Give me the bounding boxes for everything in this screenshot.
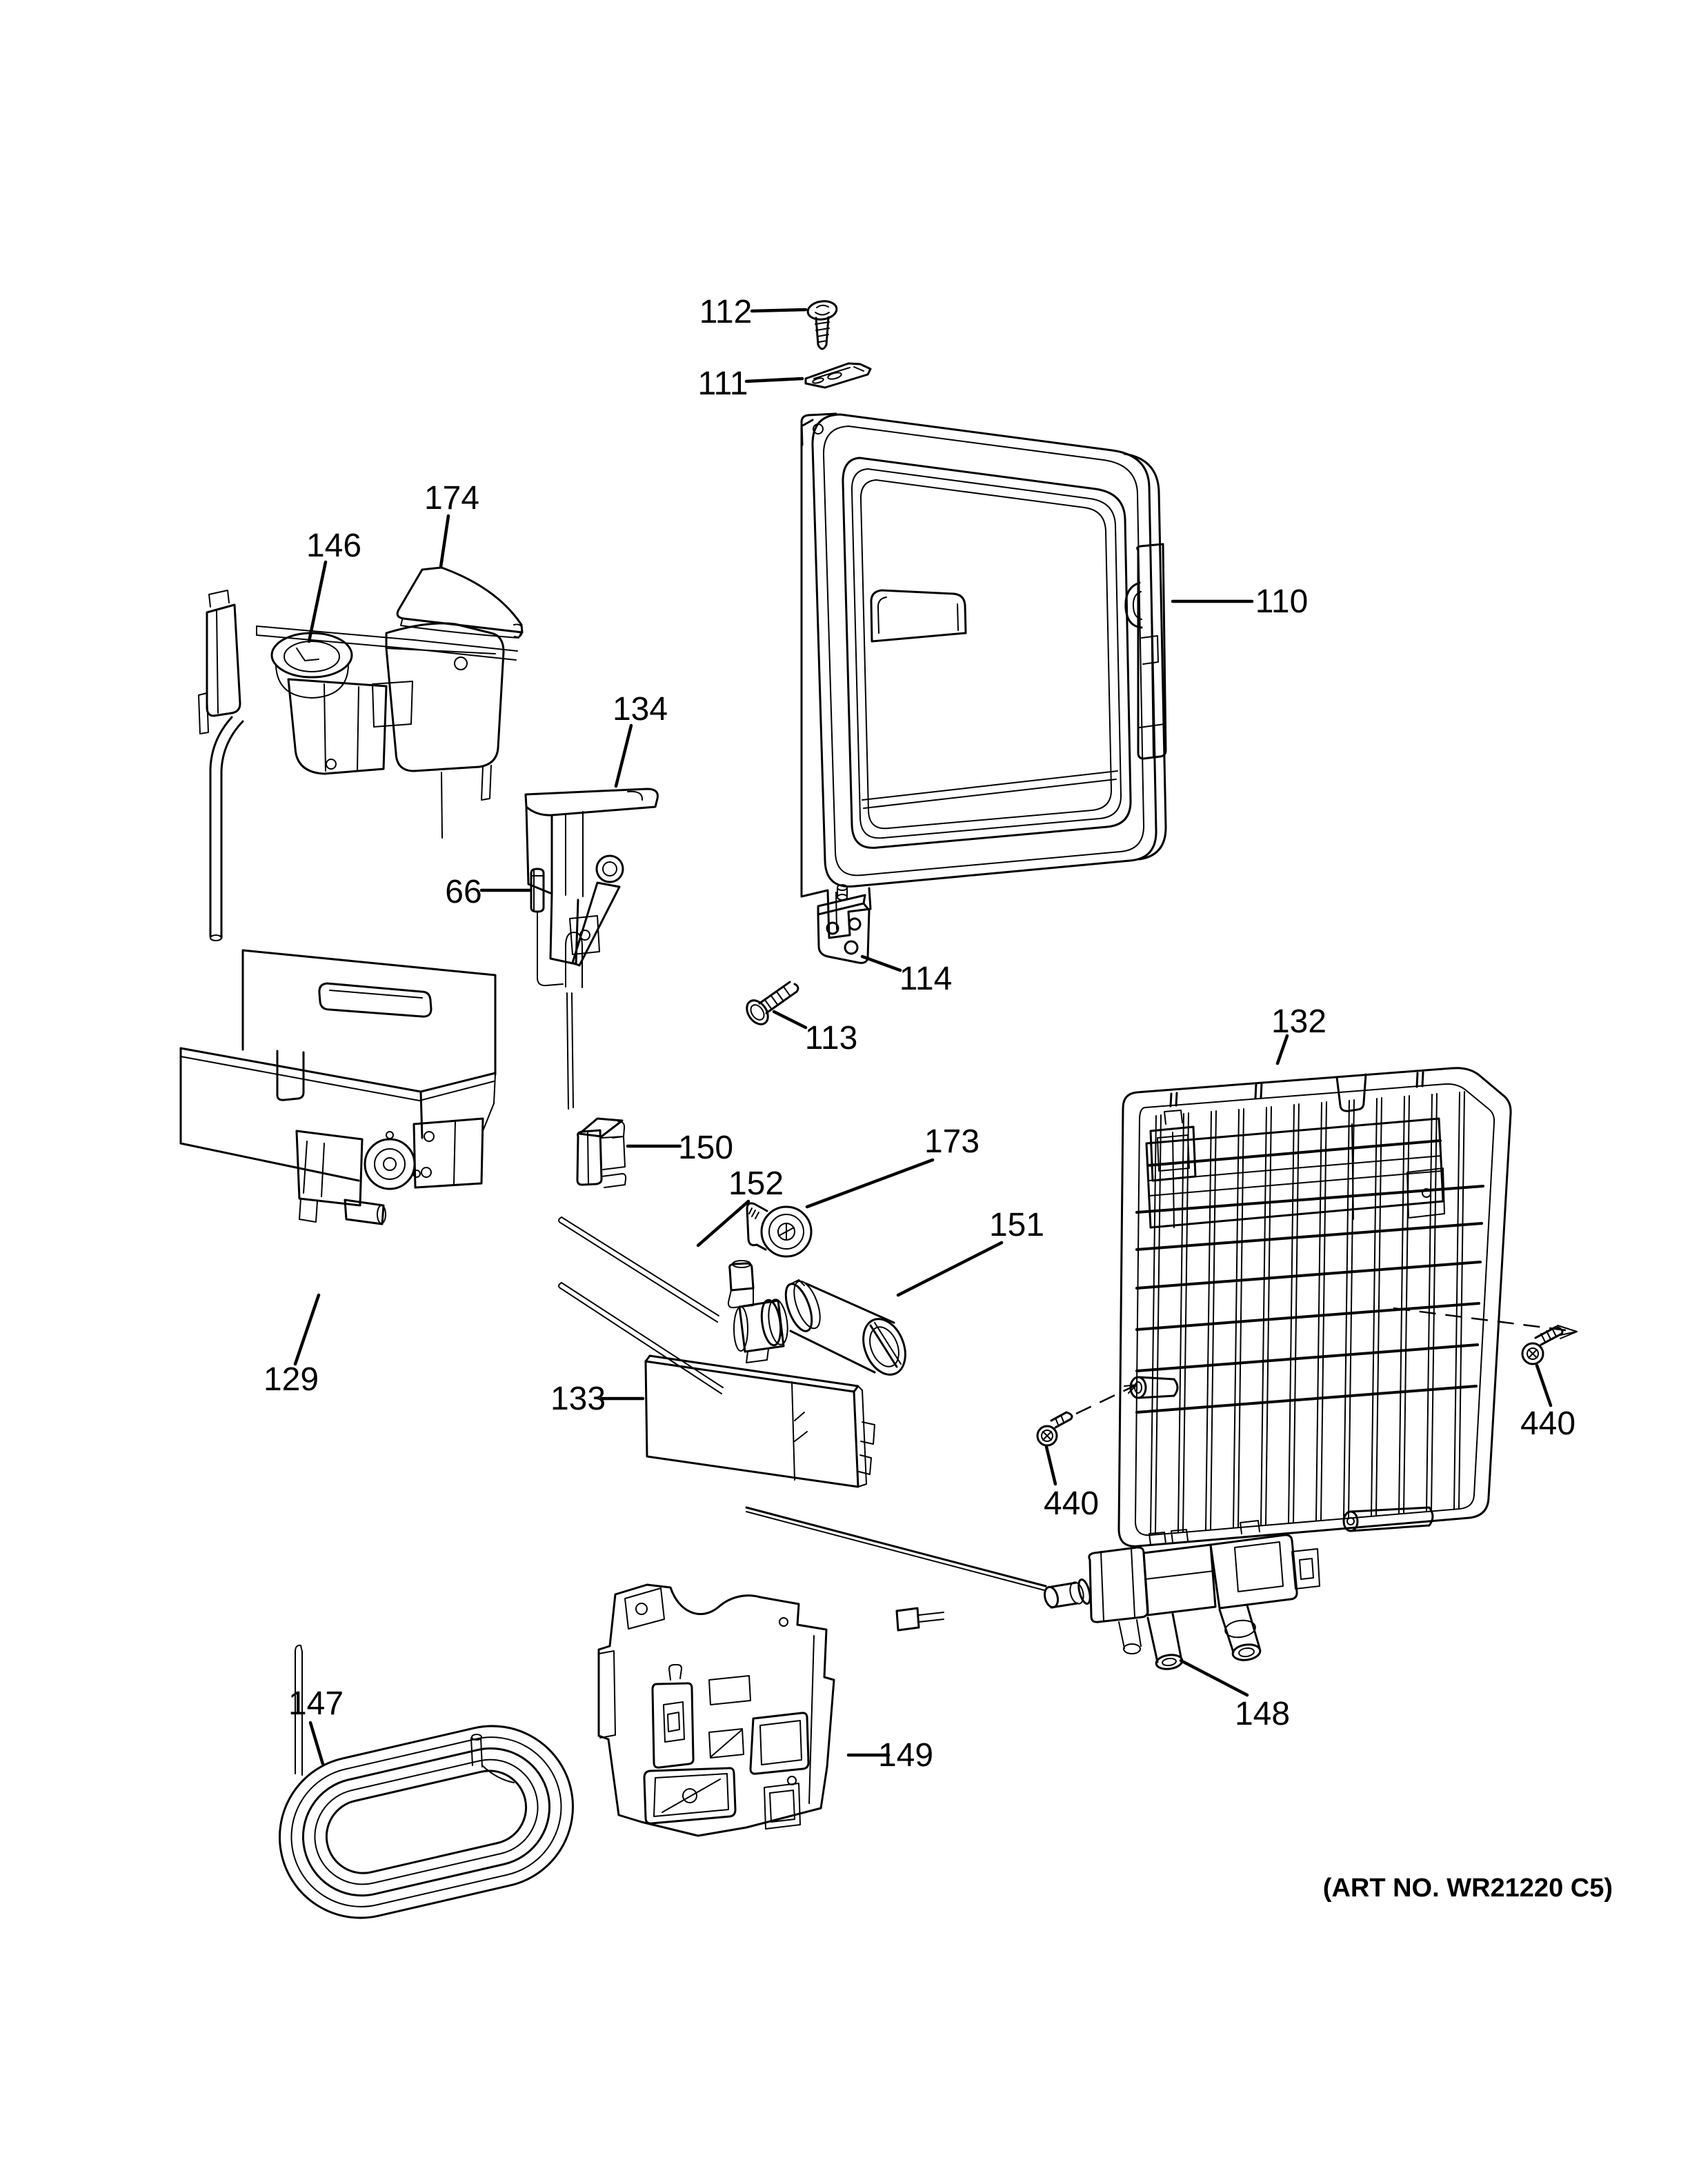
screw-440-left-drawing: [1036, 1383, 1137, 1447]
leader-129: [293, 1293, 321, 1366]
leader-lines: [293, 308, 1553, 1766]
cover-174-drawing: [396, 566, 524, 639]
leader-147: [308, 1721, 325, 1766]
callout-147: 147: [288, 1685, 344, 1722]
bracket-134-drawing: [524, 788, 659, 967]
bracket-114-drawing: [817, 884, 871, 964]
panel-133-drawing: [644, 1354, 875, 1488]
leader-132: [1275, 1034, 1289, 1065]
clip-111-drawing: [804, 362, 872, 389]
screw-440-right-drawing: [1393, 1307, 1578, 1365]
filter-151-drawing: [784, 1279, 906, 1376]
leader-174: [439, 514, 450, 569]
leader-146: [307, 560, 328, 643]
clip-150-drawing: [576, 1117, 627, 1188]
callout-132: 132: [1271, 1003, 1326, 1040]
callout-149: 149: [878, 1737, 933, 1774]
callout-110: 110: [1255, 583, 1309, 620]
leader-134: [614, 723, 633, 788]
leader-113: [772, 1010, 808, 1030]
callout-440-right: 440: [1520, 1405, 1575, 1442]
leader-440-left: [1044, 1445, 1057, 1486]
leader-152: [696, 1199, 750, 1248]
icemaker-146-drawing: [198, 590, 518, 941]
callout-174: 174: [424, 480, 479, 517]
grommet-173-drawing: [746, 1202, 813, 1258]
leader-114: [860, 954, 902, 972]
water-valve-148-drawing: [745, 1506, 1320, 1670]
leader-151: [896, 1241, 1004, 1297]
leader-111: [744, 377, 804, 383]
callout-134: 134: [613, 691, 668, 728]
freezer-door-110-drawing: [800, 412, 1167, 939]
leader-173: [805, 1158, 935, 1209]
callout-150: 150: [678, 1130, 733, 1166]
callout-113: 113: [805, 1020, 858, 1056]
callout-111: 111: [698, 365, 748, 402]
callout-133: 133: [550, 1381, 606, 1417]
tubes-152-drawing: [558, 1216, 788, 1394]
callout-151: 151: [989, 1207, 1044, 1243]
callout-66: 66: [445, 874, 481, 910]
screw-112-drawing: [806, 300, 838, 350]
coil-147-drawing: [279, 1644, 574, 1919]
bracket-149-drawing: [597, 1583, 835, 1837]
callout-152: 152: [728, 1165, 784, 1202]
callout-114: 114: [899, 961, 953, 997]
callout-440-left: 440: [1044, 1485, 1099, 1522]
art-number: (ART NO. WR21220 C5): [1323, 1874, 1613, 1903]
leader-112: [750, 308, 808, 313]
wire-66-drawing: [530, 868, 583, 1110]
evaporator-cover-132-drawing: [1117, 1067, 1512, 1547]
callout-labels: 112 111 174 146 110 134 66 113 114 132 1…: [264, 294, 1575, 1774]
screw-113-drawing: [746, 981, 799, 1025]
callout-146: 146: [306, 528, 361, 564]
callout-129: 129: [264, 1361, 319, 1398]
callout-148: 148: [1235, 1696, 1290, 1732]
callout-112: 112: [699, 294, 753, 330]
leader-148: [1179, 1659, 1249, 1697]
callout-173: 173: [924, 1123, 980, 1160]
leader-440-right: [1535, 1363, 1553, 1407]
ice-bucket-129-drawing: [179, 949, 497, 1225]
